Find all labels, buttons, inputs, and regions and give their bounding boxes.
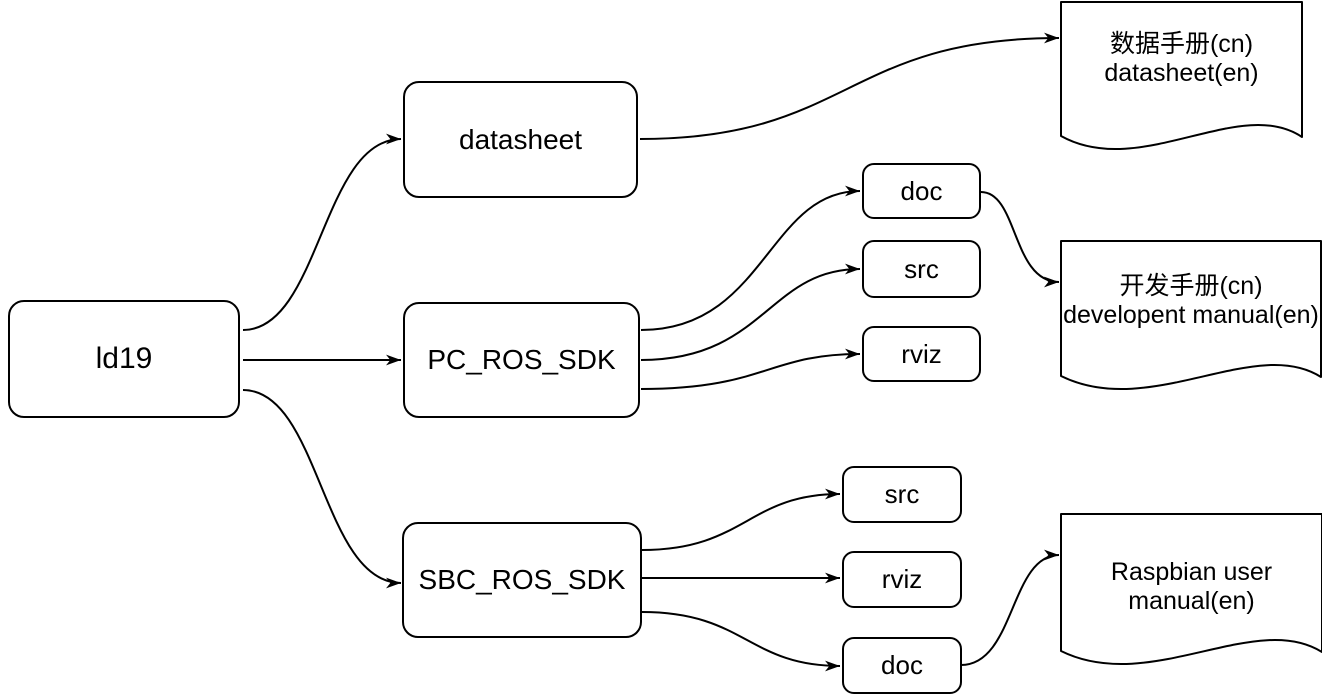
node-pc-ros-sdk: PC_ROS_SDK (403, 302, 640, 418)
edge-ld19-datasheet (242, 133, 402, 331)
edge-ld19-sbc-ros-sdk (242, 389, 402, 589)
edge-doc-development-manual (980, 191, 1060, 288)
edge-datasheet-document (639, 32, 1060, 140)
edge-sbc-src (641, 488, 841, 551)
edge-pc-rviz (640, 348, 861, 390)
edge-pc-doc (640, 185, 861, 331)
edge-doc-raspbian-manual (960, 549, 1060, 666)
document-shape-raspbian-manual (1060, 513, 1322, 666)
document-shape-development-manual (1060, 240, 1322, 391)
node-pc-src: src (862, 240, 981, 298)
node-pc-doc: doc (862, 163, 981, 219)
node-sbc-ros-sdk: SBC_ROS_SDK (402, 522, 642, 638)
edge-sbc-doc (641, 611, 841, 672)
node-sbc-src: src (842, 466, 962, 523)
node-sbc-rviz: rviz (842, 551, 962, 608)
node-ld19: ld19 (8, 300, 240, 418)
node-sbc-doc: doc (842, 637, 962, 694)
node-datasheet: datasheet (403, 81, 638, 198)
document-shape-datasheet (1060, 1, 1303, 151)
edge-pc-src (640, 263, 861, 361)
node-pc-rviz: rviz (862, 326, 981, 382)
